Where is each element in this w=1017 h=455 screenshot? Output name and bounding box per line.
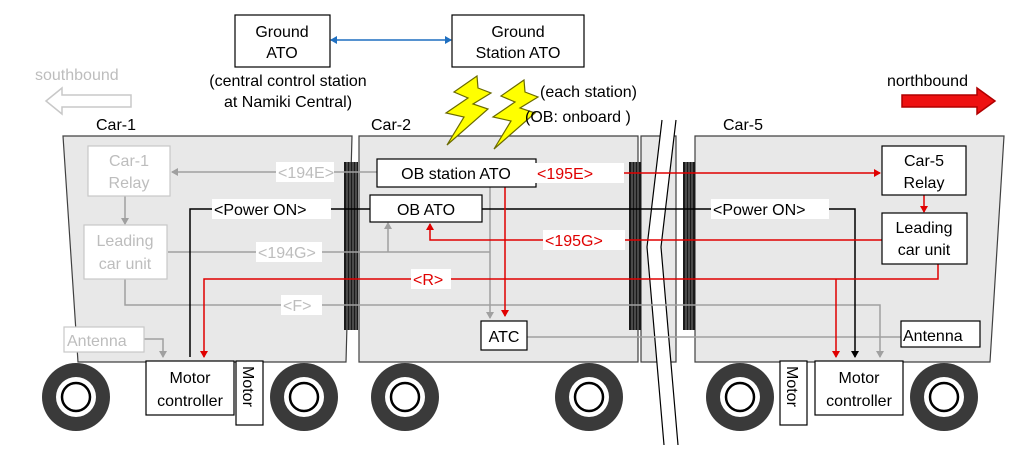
wire-antenna1 [144, 338, 167, 358]
motor-controller-box-left [145, 360, 235, 416]
power-on-label-right: <Power ON> [713, 202, 805, 219]
signal-194g-label: <194G> [258, 245, 316, 262]
motor-label-right: Motor [783, 366, 800, 408]
wheel [555, 363, 623, 431]
wheel [706, 363, 774, 431]
car5-leading-box [881, 212, 968, 265]
each-station-note: (each station) [540, 84, 637, 101]
ob-ato-box [369, 194, 483, 223]
car1-relay-box [87, 145, 171, 197]
gangway-bellows-1 [344, 162, 358, 330]
car1-antenna-label: Antenna [67, 333, 127, 350]
ground-station-ato-box [451, 14, 585, 68]
motor-label-left: Motor [239, 366, 256, 408]
car5-antenna-box [900, 320, 981, 348]
wire-r [200, 264, 939, 358]
wire-195g [426, 223, 882, 241]
atc-label: ATC [489, 329, 520, 346]
ground-ato-box [234, 14, 331, 68]
motor-controller-box-right [814, 360, 904, 416]
motor-box-left [235, 360, 264, 426]
ob-ato-label: OB ATO [397, 202, 455, 219]
southbound-arrow-icon [44, 86, 132, 116]
power-on-label-left: <Power ON> [214, 202, 306, 219]
signal-195g-label: <195G> [545, 233, 603, 250]
southbound-label: southbound [35, 67, 119, 84]
wheel [910, 363, 978, 431]
car5-relay-box [881, 145, 967, 196]
lightning-icon [444, 74, 493, 146]
ob-station-ato-box [376, 158, 537, 188]
wheel [371, 363, 439, 431]
onboard-note: (OB: onboard ) [525, 109, 631, 126]
ob-station-ato-label: OB station ATO [401, 166, 511, 183]
lightning-icon [491, 78, 540, 150]
signal-195e-label: <195E> [537, 166, 593, 183]
atc-box [480, 320, 528, 351]
wheel [42, 363, 110, 431]
car-5-label: Car-5 [723, 117, 763, 134]
car-2-label: Car-2 [371, 117, 411, 134]
signal-r-label: <R> [413, 272, 443, 289]
car1-leading-box [83, 224, 168, 280]
car-1-label: Car-1 [96, 117, 136, 134]
motor-box-right [779, 360, 808, 426]
wire-power-on [189, 208, 859, 358]
northbound-arrow-icon [901, 86, 997, 116]
signal-f-label: <F> [283, 298, 311, 315]
train-break-symbol [646, 119, 679, 446]
gangway-bellows-3 [683, 162, 695, 330]
wheel [270, 363, 338, 431]
northbound-label: northbound [887, 73, 968, 90]
car5-antenna-label: Antenna [903, 328, 963, 345]
gangway-bellows-2 [629, 162, 641, 330]
signal-194e-label: <194E> [278, 165, 334, 182]
car1-antenna-box [63, 326, 145, 353]
